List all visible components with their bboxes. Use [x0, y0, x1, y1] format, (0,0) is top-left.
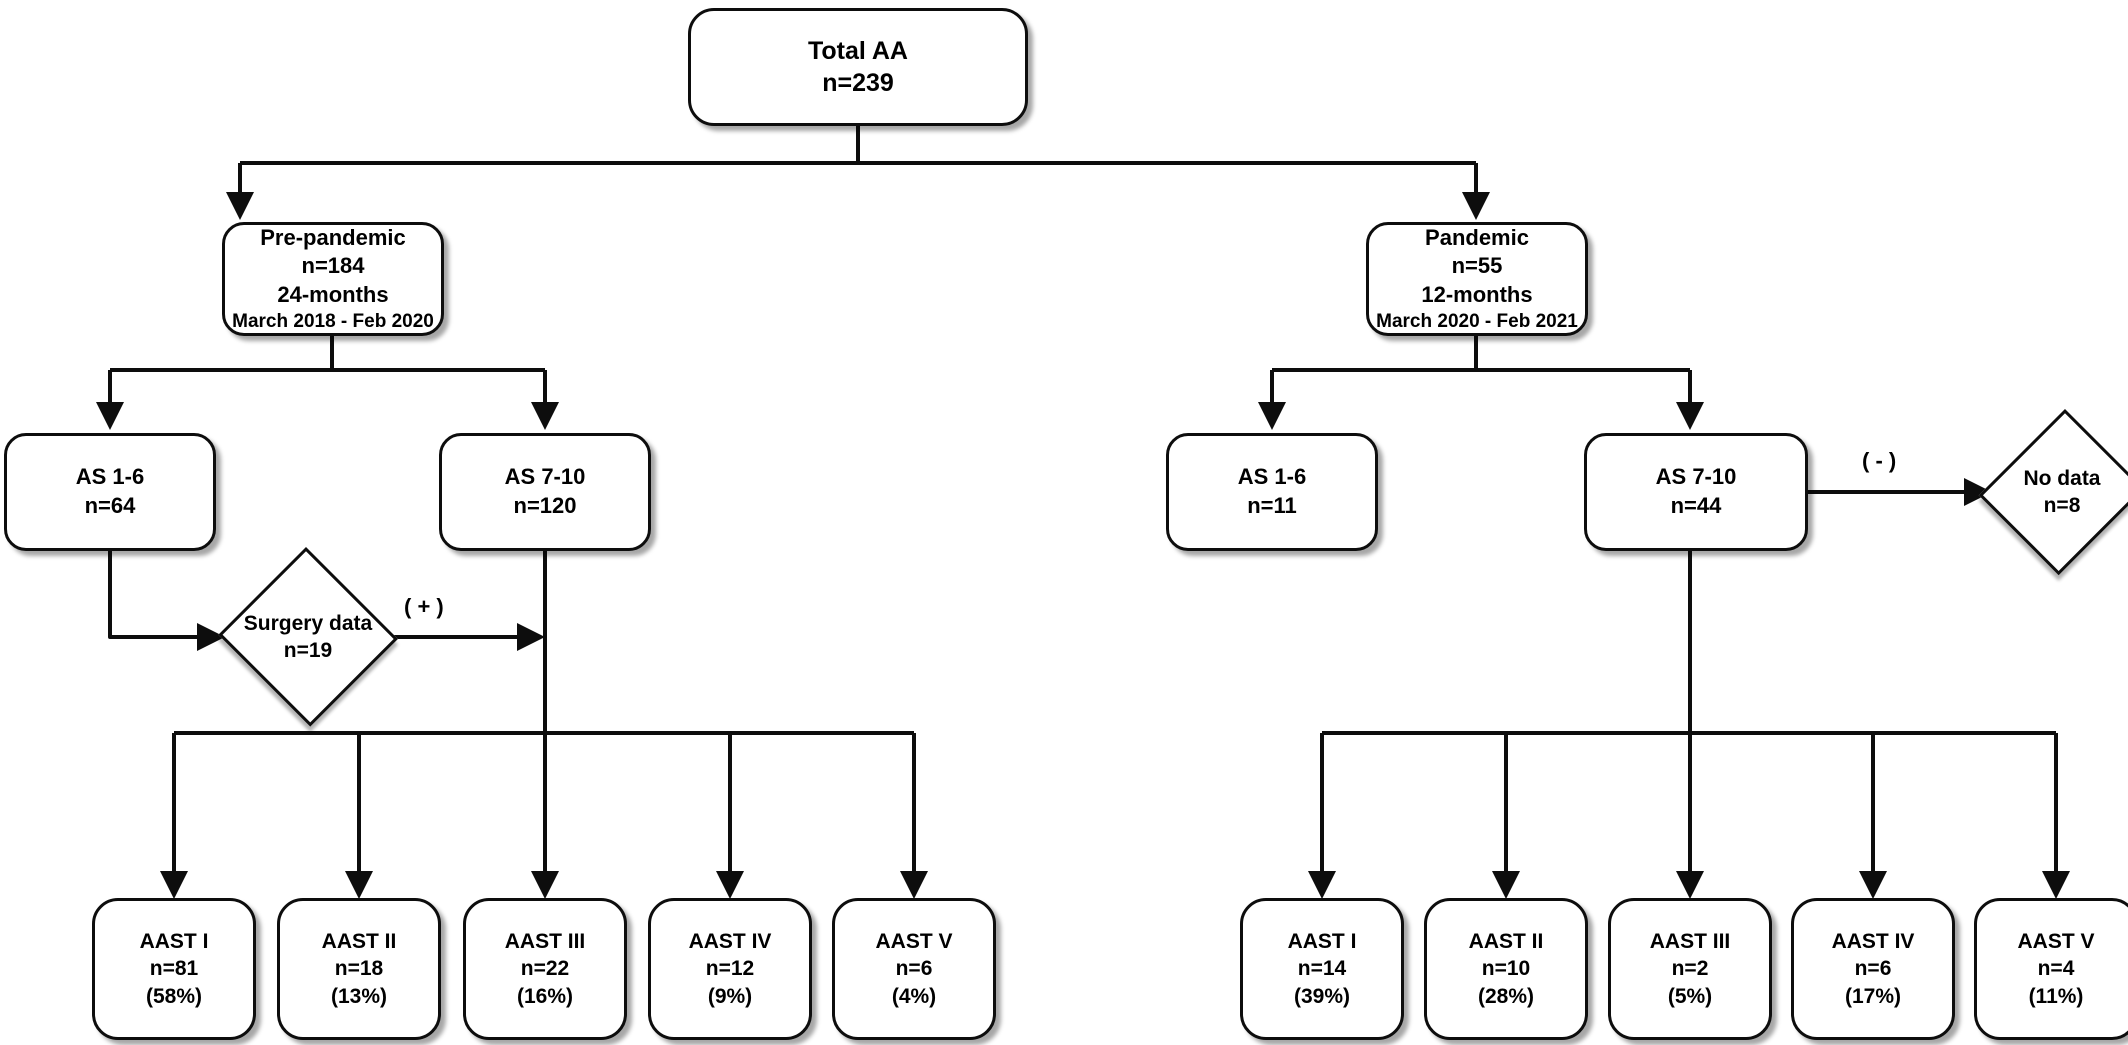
node-right-aast-3-grade: AAST III	[1649, 930, 1731, 954]
node-total-aa[interactable]: Total AA n=239	[688, 8, 1028, 126]
node-right-aast-2-grade: AAST II	[1468, 930, 1544, 954]
node-left-aast-3-grade: AAST III	[504, 930, 586, 954]
node-left-aast-5-grade: AAST V	[875, 930, 953, 954]
node-surgery-data-count: n=19	[283, 639, 333, 662]
node-right-aast-2-pct: (28%)	[1477, 984, 1535, 1008]
node-left-aast-4-pct: (9%)	[707, 984, 753, 1008]
node-left-aast-2-grade: AAST II	[321, 930, 397, 954]
node-pre-pandemic[interactable]: Pre-pandemic n=184 24-months March 2018 …	[222, 222, 444, 336]
node-left-aast-5-pct: (4%)	[891, 984, 937, 1008]
node-total-aa-count: n=239	[822, 69, 894, 97]
node-surgery-data-title: Surgery data	[243, 611, 373, 635]
node-pandemic-period: March 2020 - Feb 2021	[1376, 310, 1578, 332]
node-left-aast-4[interactable]: AAST IV n=12 (9%)	[648, 898, 812, 1040]
node-left-aast-4-count: n=12	[705, 957, 755, 981]
node-left-aast-5[interactable]: AAST V n=6 (4%)	[832, 898, 996, 1040]
edge-label-surgery-positive: ( + )	[404, 594, 444, 619]
node-right-aast-3-count: n=2	[1671, 957, 1709, 981]
node-left-aast-4-grade: AAST IV	[688, 930, 772, 954]
node-pre-pandemic-count: n=184	[301, 253, 365, 279]
node-right-as-1-6-title: AS 1-6	[1237, 464, 1307, 490]
node-right-aast-1-count: n=14	[1297, 957, 1347, 981]
node-total-aa-title: Total AA	[808, 36, 908, 65]
node-left-aast-1-count: n=81	[149, 957, 199, 981]
node-left-as-1-6-title: AS 1-6	[75, 464, 145, 490]
node-pandemic-duration: 12-months	[1421, 281, 1533, 307]
node-left-as-7-10-count: n=120	[513, 493, 577, 518]
node-right-aast-3[interactable]: AAST III n=2 (5%)	[1608, 898, 1772, 1040]
node-right-aast-1-pct: (39%)	[1293, 984, 1351, 1008]
node-surgery-data-decision[interactable]: Surgery data n=19	[216, 547, 400, 727]
node-pandemic-title: Pandemic	[1425, 224, 1529, 250]
node-right-as-7-10[interactable]: AS 7-10 n=44	[1584, 433, 1808, 551]
node-left-aast-3-count: n=22	[520, 957, 570, 981]
node-right-aast-5-pct: (11%)	[2028, 984, 2084, 1008]
node-left-as-7-10-title: AS 7-10	[504, 464, 586, 490]
node-pandemic[interactable]: Pandemic n=55 12-months March 2020 - Feb…	[1366, 222, 1588, 336]
node-right-as-7-10-count: n=44	[1670, 493, 1722, 518]
node-left-aast-2-count: n=18	[334, 957, 384, 981]
node-left-aast-5-count: n=6	[895, 957, 933, 981]
node-right-aast-4-count: n=6	[1854, 957, 1892, 981]
node-left-as-7-10[interactable]: AS 7-10 n=120	[439, 433, 651, 551]
node-right-aast-3-pct: (5%)	[1667, 984, 1713, 1008]
node-pre-pandemic-period: March 2018 - Feb 2020	[232, 310, 434, 332]
node-right-aast-4-pct: (17%)	[1844, 984, 1902, 1008]
node-right-as-1-6-count: n=11	[1247, 493, 1297, 518]
node-right-as-1-6[interactable]: AS 1-6 n=11	[1166, 433, 1378, 551]
node-pandemic-count: n=55	[1451, 253, 1503, 279]
node-left-aast-1-pct: (58%)	[145, 984, 203, 1008]
node-left-aast-2-pct: (13%)	[330, 984, 388, 1008]
node-right-as-7-10-title: AS 7-10	[1655, 464, 1737, 490]
node-pre-pandemic-duration: 24-months	[277, 281, 389, 307]
node-right-aast-5[interactable]: AAST V n=4 (11%)	[1974, 898, 2128, 1040]
node-right-aast-2-count: n=10	[1481, 957, 1531, 981]
node-left-aast-3[interactable]: AAST III n=22 (16%)	[463, 898, 627, 1040]
node-left-aast-2[interactable]: AAST II n=18 (13%)	[277, 898, 441, 1040]
node-right-aast-1[interactable]: AAST I n=14 (39%)	[1240, 898, 1404, 1040]
edge-as16-to-surgery	[108, 551, 225, 651]
node-right-aast-2[interactable]: AAST II n=10 (28%)	[1424, 898, 1588, 1040]
node-left-as-1-6-count: n=64	[84, 493, 136, 518]
edge-label-no-data-negative: ( - )	[1862, 448, 1897, 473]
node-right-aast-1-grade: AAST I	[1287, 930, 1357, 954]
node-left-as-1-6[interactable]: AS 1-6 n=64	[4, 433, 216, 551]
node-right-aast-5-grade: AAST V	[2017, 930, 2095, 954]
node-right-aast-4[interactable]: AAST IV n=6 (17%)	[1791, 898, 1955, 1040]
node-no-data-count: n=8	[2043, 494, 2081, 517]
node-left-aast-3-pct: (16%)	[516, 984, 574, 1008]
node-left-aast-1[interactable]: AAST I n=81 (58%)	[92, 898, 256, 1040]
node-left-aast-1-grade: AAST I	[139, 930, 209, 954]
node-no-data-decision[interactable]: No data n=8	[1979, 406, 2128, 578]
node-pre-pandemic-title: Pre-pandemic	[260, 224, 406, 250]
node-right-aast-4-grade: AAST IV	[1831, 930, 1915, 954]
node-right-aast-5-count: n=4	[2037, 957, 2075, 981]
node-no-data-title: No data	[2023, 466, 2101, 490]
